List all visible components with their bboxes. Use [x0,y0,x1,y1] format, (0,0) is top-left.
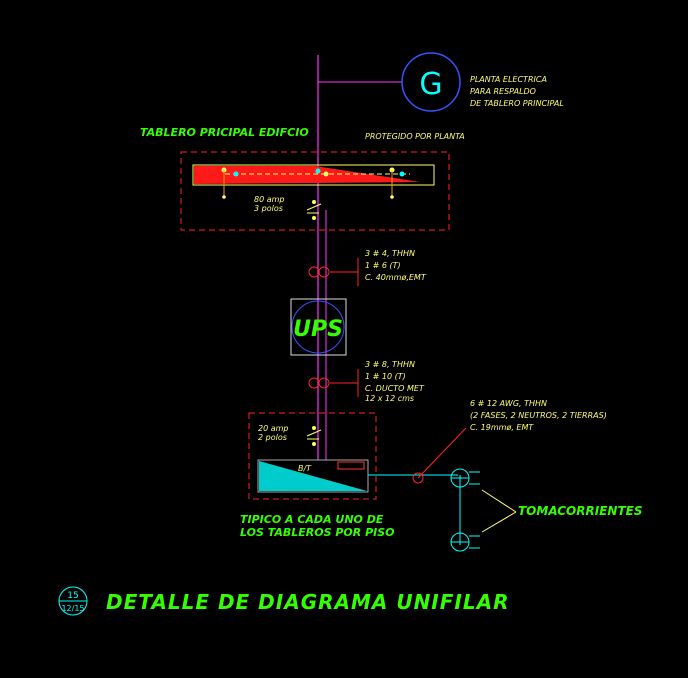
ct-feeder-2 [308,369,359,397]
ups-circle [291,300,345,354]
feeder-2-line-4: 12 x 12 cms [365,394,414,403]
main-panel-boundary [180,151,450,231]
branch-line-3: C. 19mmø, EMT [470,423,534,432]
generator-label-2: PARA RESPALDO [470,87,536,96]
branch-line-1: 6 # 12 AWG, THHN [470,399,547,408]
branch-line-2: (2 FASES, 2 NEUTROS, 2 TIERRAS) [470,411,607,420]
feeder-2-line-3: C. DUCTO MET [365,384,425,393]
floor-breaker-symbol [306,426,322,446]
sheet-ref: 12/15 [61,604,84,613]
floor-panel-boundary [248,412,377,500]
bus-node-6 [399,171,405,177]
outlets-label: TOMACORRIENTES [518,504,642,518]
main-breaker-rating: 80 amp [254,195,285,204]
outlet-symbol-bottom [450,532,480,552]
protected-note: PROTEGIDO POR PLANTA [365,132,465,141]
sheet-badge [58,586,88,616]
floor-note-line-1: TIPICO A CADA UNO DE [240,513,384,526]
floor-breaker-rating: 20 amp [258,424,289,433]
floor-note-line-2: LOS TABLEROS POR PISO [240,526,395,539]
bus-node-4 [323,171,329,177]
main-panel-title: TABLERO PRICIPAL EDIFCIO [140,126,309,139]
main-breaker-poles: 3 polos [254,204,283,213]
main-busbar-fill [194,166,420,184]
generator-glyph: G [419,67,442,102]
bus-tap-left-end [222,195,226,199]
feeder-1-line-3: C. 40mmø,EMT [365,273,427,282]
transformer-panel [257,459,369,493]
ct-feeder-1 [308,258,359,286]
feeder-2-line-2: 1 # 10 (T) [365,372,406,381]
bus-tap-right-end [390,195,394,199]
main-breaker-symbol [306,200,322,220]
sheet-number: 15 [67,591,78,601]
main-busbar-frame [192,164,435,186]
branch-leader-circle [412,472,424,484]
drawing-title: DETALLE DE DIAGRAMA UNIFILAR [106,590,509,614]
branch-leader [417,427,467,479]
outlet-symbol-top [450,468,480,488]
feeder-1-line-1: 3 # 4, THHN [365,249,415,258]
transformer-label: B/T [298,464,312,473]
feeder-2-line-1: 3 # 8, THHN [365,360,415,369]
floor-breaker-poles: 2 polos [258,433,287,442]
generator-label-1: PLANTA ELECTRICA [470,75,547,84]
bus-node-2 [233,171,239,177]
generator-label-3: DE TABLERO PRINCIPAL [470,99,564,108]
outlet-arrow-bottom [481,511,517,533]
ups-box [290,298,347,356]
bus-node-3 [315,168,321,174]
feeder-1-line-2: 1 # 6 (T) [365,261,401,270]
outlet-arrow-top [481,489,517,513]
ups-label: UPS [293,317,343,342]
generator-symbol: G [401,52,461,112]
